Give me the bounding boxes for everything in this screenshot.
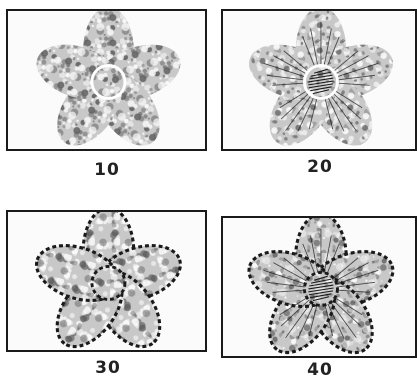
- figure-caption-20: 20: [290, 157, 350, 177]
- flower-illustration: [223, 218, 415, 356]
- figure-panel-10: [6, 9, 207, 151]
- figure-panel-30: [6, 210, 207, 352]
- flower-illustration: [8, 11, 205, 149]
- flower-illustration: [223, 11, 415, 149]
- flower-petals: [29, 11, 187, 149]
- flower-petals: [242, 218, 400, 356]
- figure-caption-10: 10: [77, 160, 137, 180]
- flower-center: [92, 266, 125, 299]
- flower-center: [92, 65, 125, 98]
- figure-panel-20: [221, 9, 417, 151]
- figure-caption-40: 40: [290, 360, 350, 378]
- figure-caption-30: 30: [78, 358, 138, 378]
- figure-panel-40: [221, 216, 417, 358]
- flower-petals: [29, 212, 187, 350]
- flower-illustration: [8, 212, 205, 350]
- flower-petals: [242, 11, 400, 149]
